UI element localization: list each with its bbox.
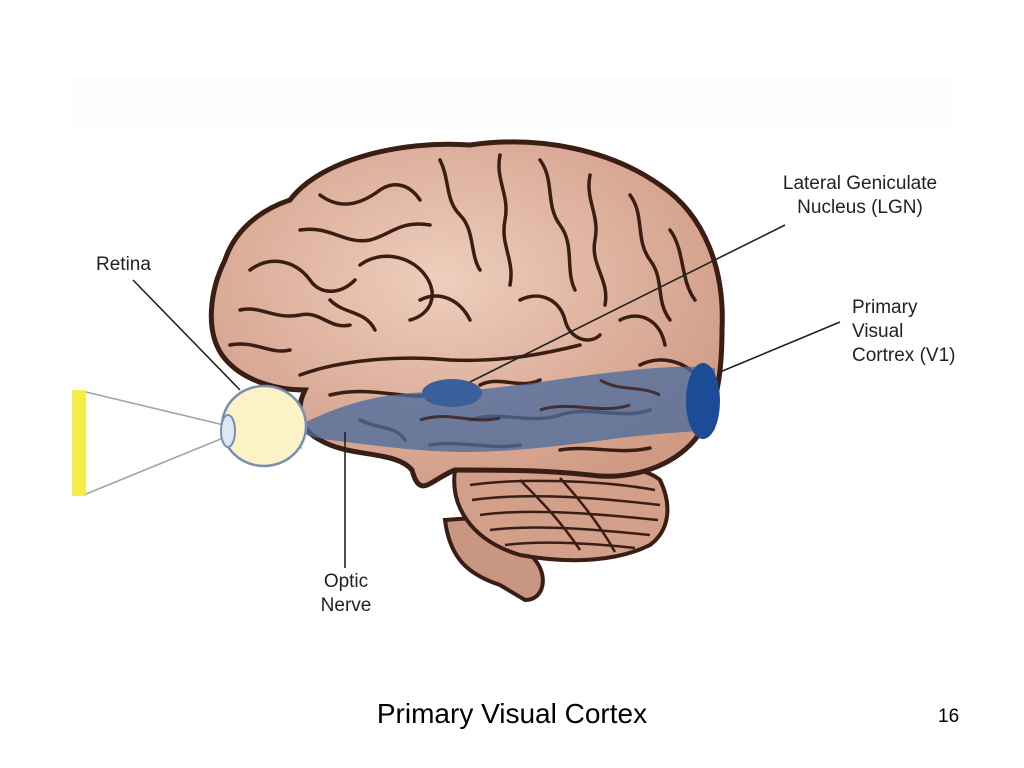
slide-title: Primary Visual Cortex (376, 698, 648, 729)
v1-label-line2: Visual (852, 321, 904, 342)
v1-label-line3: Cortrex (V1) (852, 345, 956, 366)
lgn-label: Lateral Geniculate Nucleus (LGN) (762, 172, 958, 220)
light-bar (72, 390, 86, 496)
visual-pathway (300, 366, 715, 452)
optic-nerve-line2: Nerve (320, 595, 372, 616)
leader-lines (132, 224, 841, 568)
slide-number: 16 (938, 706, 960, 727)
lens (220, 414, 236, 448)
lgn-label-line2: Nucleus (LGN) (797, 197, 923, 218)
lgn-label-line1: Lateral Geniculate (782, 173, 938, 194)
v1-label-line1: Primary (852, 297, 918, 318)
header-strip (72, 78, 952, 128)
v1-region (686, 363, 720, 439)
retina-label: Retina (96, 253, 151, 277)
pathway-folds (419, 378, 661, 422)
optic-nerve-line1: Optic (323, 571, 369, 592)
retina-label-text: Retina (96, 254, 151, 275)
cerebellum-folds (469, 477, 661, 553)
v1-label: Primary Visual Cortrex (V1) (852, 296, 955, 368)
lgn-region (422, 379, 482, 407)
optic-nerve-label: Optic Nerve (305, 570, 387, 618)
